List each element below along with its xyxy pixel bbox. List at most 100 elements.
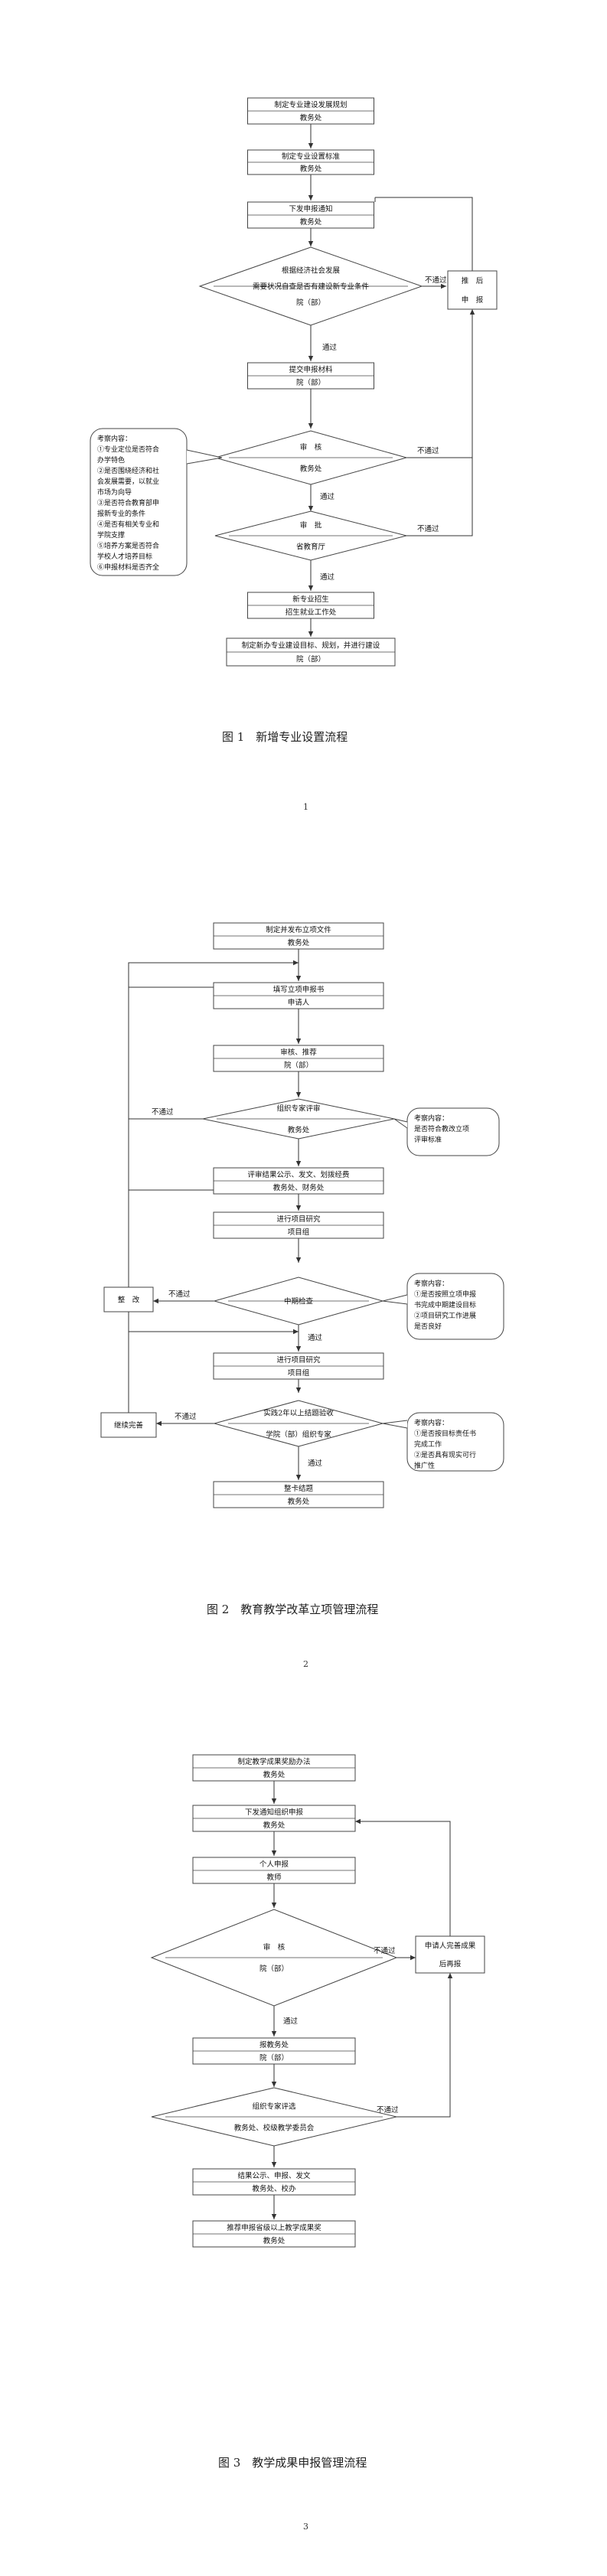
box-text-p1_enroll-0: 新专业招生 [292,595,329,604]
edge-label-pass: 通过 [308,1459,323,1468]
box-text-p1_goal-1: 院（部） [296,655,325,664]
box-text-p2_research2-1: 项目组 [288,1368,310,1378]
box-text-p3_recommend-0: 推荐申报省级以上教学成果奖 [227,2223,321,2232]
diamond-text-p2_expert-1: 教务处 [288,1126,310,1135]
box-text-p3_apply-1: 教师 [266,1873,281,1882]
note-text-p2_note2-0: 考察内容： [414,1279,449,1288]
box-text-p2_research1-0: 进行项目研究 [276,1215,321,1224]
note-text-p2_note1-0: 考察内容： [414,1114,449,1123]
box-text-p3_publish-1: 教务处、校办 [252,2184,296,2193]
note-text-p2_note1-1: 是否符合教改立项 [414,1124,469,1133]
box-text-p3_redo-0: 申请人完善成果 [425,1942,476,1951]
note-text-p2_note3-1: ①是否按目标责任书 [414,1429,476,1438]
box-text-p1_submit-1: 院（部） [296,378,325,387]
page-number-3: 3 [303,2522,308,2532]
decision-diamond-p3_review: 审 核院（部） [150,1909,398,2007]
callout-note-p1_note: 考察内容：①专业定位是否符合办学特色②是否围绕经济和社会发展需要，以就业市场为向… [90,428,223,576]
diamond-text-p2_expert-0: 组织专家评审 [276,1104,320,1114]
box-text-p1_submit-0: 提交申报材料 [289,365,333,374]
process-box-p2_continue: 继续完善 [100,1412,157,1438]
note-text-p1_note-7: 报新专业的条件 [97,509,145,518]
note-text-p2_note2-4: 是否良好 [414,1322,442,1331]
diamond-text-p2_final-0: 实践2年以上结题验收 [263,1409,334,1418]
flow-nodes: 制定专业建设发展规划教务处制定专业设置标准教务处下发申报通知教务处根据经济社会发… [90,97,504,2248]
flow-connector [406,458,473,536]
note-text-p1_note-2: 办学特色 [97,455,125,465]
box-text-p1_plan-0: 制定专业建设发展规划 [274,100,347,109]
note-text-p1_note-9: 学院支撑 [97,530,125,540]
diamond-text-p3_expert-1: 教务处、校级教学委员会 [234,2124,315,2133]
box-text-p2_research1-1: 项目组 [288,1228,310,1237]
box-text-p3_apply-0: 个人申报 [259,1860,289,1869]
box-text-p1_notice-1: 教务处 [300,217,322,227]
note-text-p2_note2-2: 书完成中期建设目标 [414,1300,476,1309]
box-text-p3_report-1: 院（部） [259,2053,289,2062]
box-text-p2_apply-0: 填写立项申报书 [273,985,325,994]
edge-label-not-pass: 不通过 [152,1107,174,1117]
note-text-p1_note-11: 学校人才培养目标 [97,552,152,561]
note-text-p2_note1-2: 评审标准 [414,1135,442,1144]
flow-connector [128,960,299,1287]
diamond-text-p3_review-1: 院（部） [259,1965,289,1974]
edge-label-pass: 通过 [320,492,335,501]
diamond-text-p1_review-0: 审 核 [300,443,322,452]
note-text-p1_note-0: 考察内容： [97,434,132,443]
edge-label-not-pass: 不通过 [425,276,447,285]
box-text-p1_enroll-1: 招生就业工作处 [286,608,337,617]
note-text-p2_note3-2: 完成工作 [414,1440,442,1449]
box-text-p3_policy-0: 制定教学成果奖励办法 [237,1757,310,1766]
edge-label-not-pass: 不通过 [417,446,439,455]
box-text-p1_std-0: 制定专业设置标准 [282,152,341,161]
box-text-p2_archive-0: 整卡结题 [284,1484,314,1493]
edge-label-not-pass: 不通过 [374,1946,396,1955]
box-text-p1_goal-0: 制定新办专业建设目标、规划，并进行建设 [242,641,380,651]
box-text-p2_fix-0: 整 改 [118,1296,140,1305]
box-text-p1_plan-1: 教务处 [300,113,322,122]
note-text-p1_note-12: ⑥申报材料是否齐全 [97,562,159,572]
process-box-p2_recommend: 审核、推荐院（部） [213,1045,384,1072]
edge-label-pass: 通过 [320,572,335,582]
box-text-p3_publish-0: 结果公示、申报、发文 [237,2171,311,2180]
figure-2-caption: 图 2 教育教学改革立项管理流程 [207,1603,379,1616]
box-text-p1_std-1: 教务处 [300,165,322,174]
box-text-p3_notice-0: 下发通知组织申报 [245,1808,304,1817]
box-text-p2_continue-0: 继续完善 [114,1421,144,1430]
box-text-p1_notice-0: 下发申报通知 [289,204,332,214]
diamond-text-p2_final-1: 学院（部）组织专家 [266,1430,331,1440]
diamond-text-p1_decide-1: 需要状况自查是否有建设新专业条件 [253,282,370,292]
box-text-p3_report-0: 报教务处 [259,2040,289,2049]
flow-connector [375,197,473,271]
note-text-p1_note-5: 市场为向导 [97,487,132,497]
box-text-p2_recommend-0: 审核、推荐 [280,1048,317,1057]
note-text-p1_note-4: 会发展需要，以就业 [97,477,159,486]
box-text-p2_file-0: 制定并发布立项文件 [266,925,331,934]
edge-label-pass: 通过 [322,343,338,352]
edge-label-pass: 通过 [283,2017,299,2026]
box-text-p3_recommend-1: 教务处 [263,2236,286,2245]
box-text-p2_research2-0: 进行项目研究 [276,1355,321,1365]
figure-1-caption: 图 1 新增专业设置流程 [222,730,348,744]
note-text-p1_note-6: ③是否符合教育部申 [97,498,159,507]
edge-label-not-pass: 不通过 [168,1290,191,1299]
diamond-text-p3_review-0: 审 核 [263,1943,286,1952]
